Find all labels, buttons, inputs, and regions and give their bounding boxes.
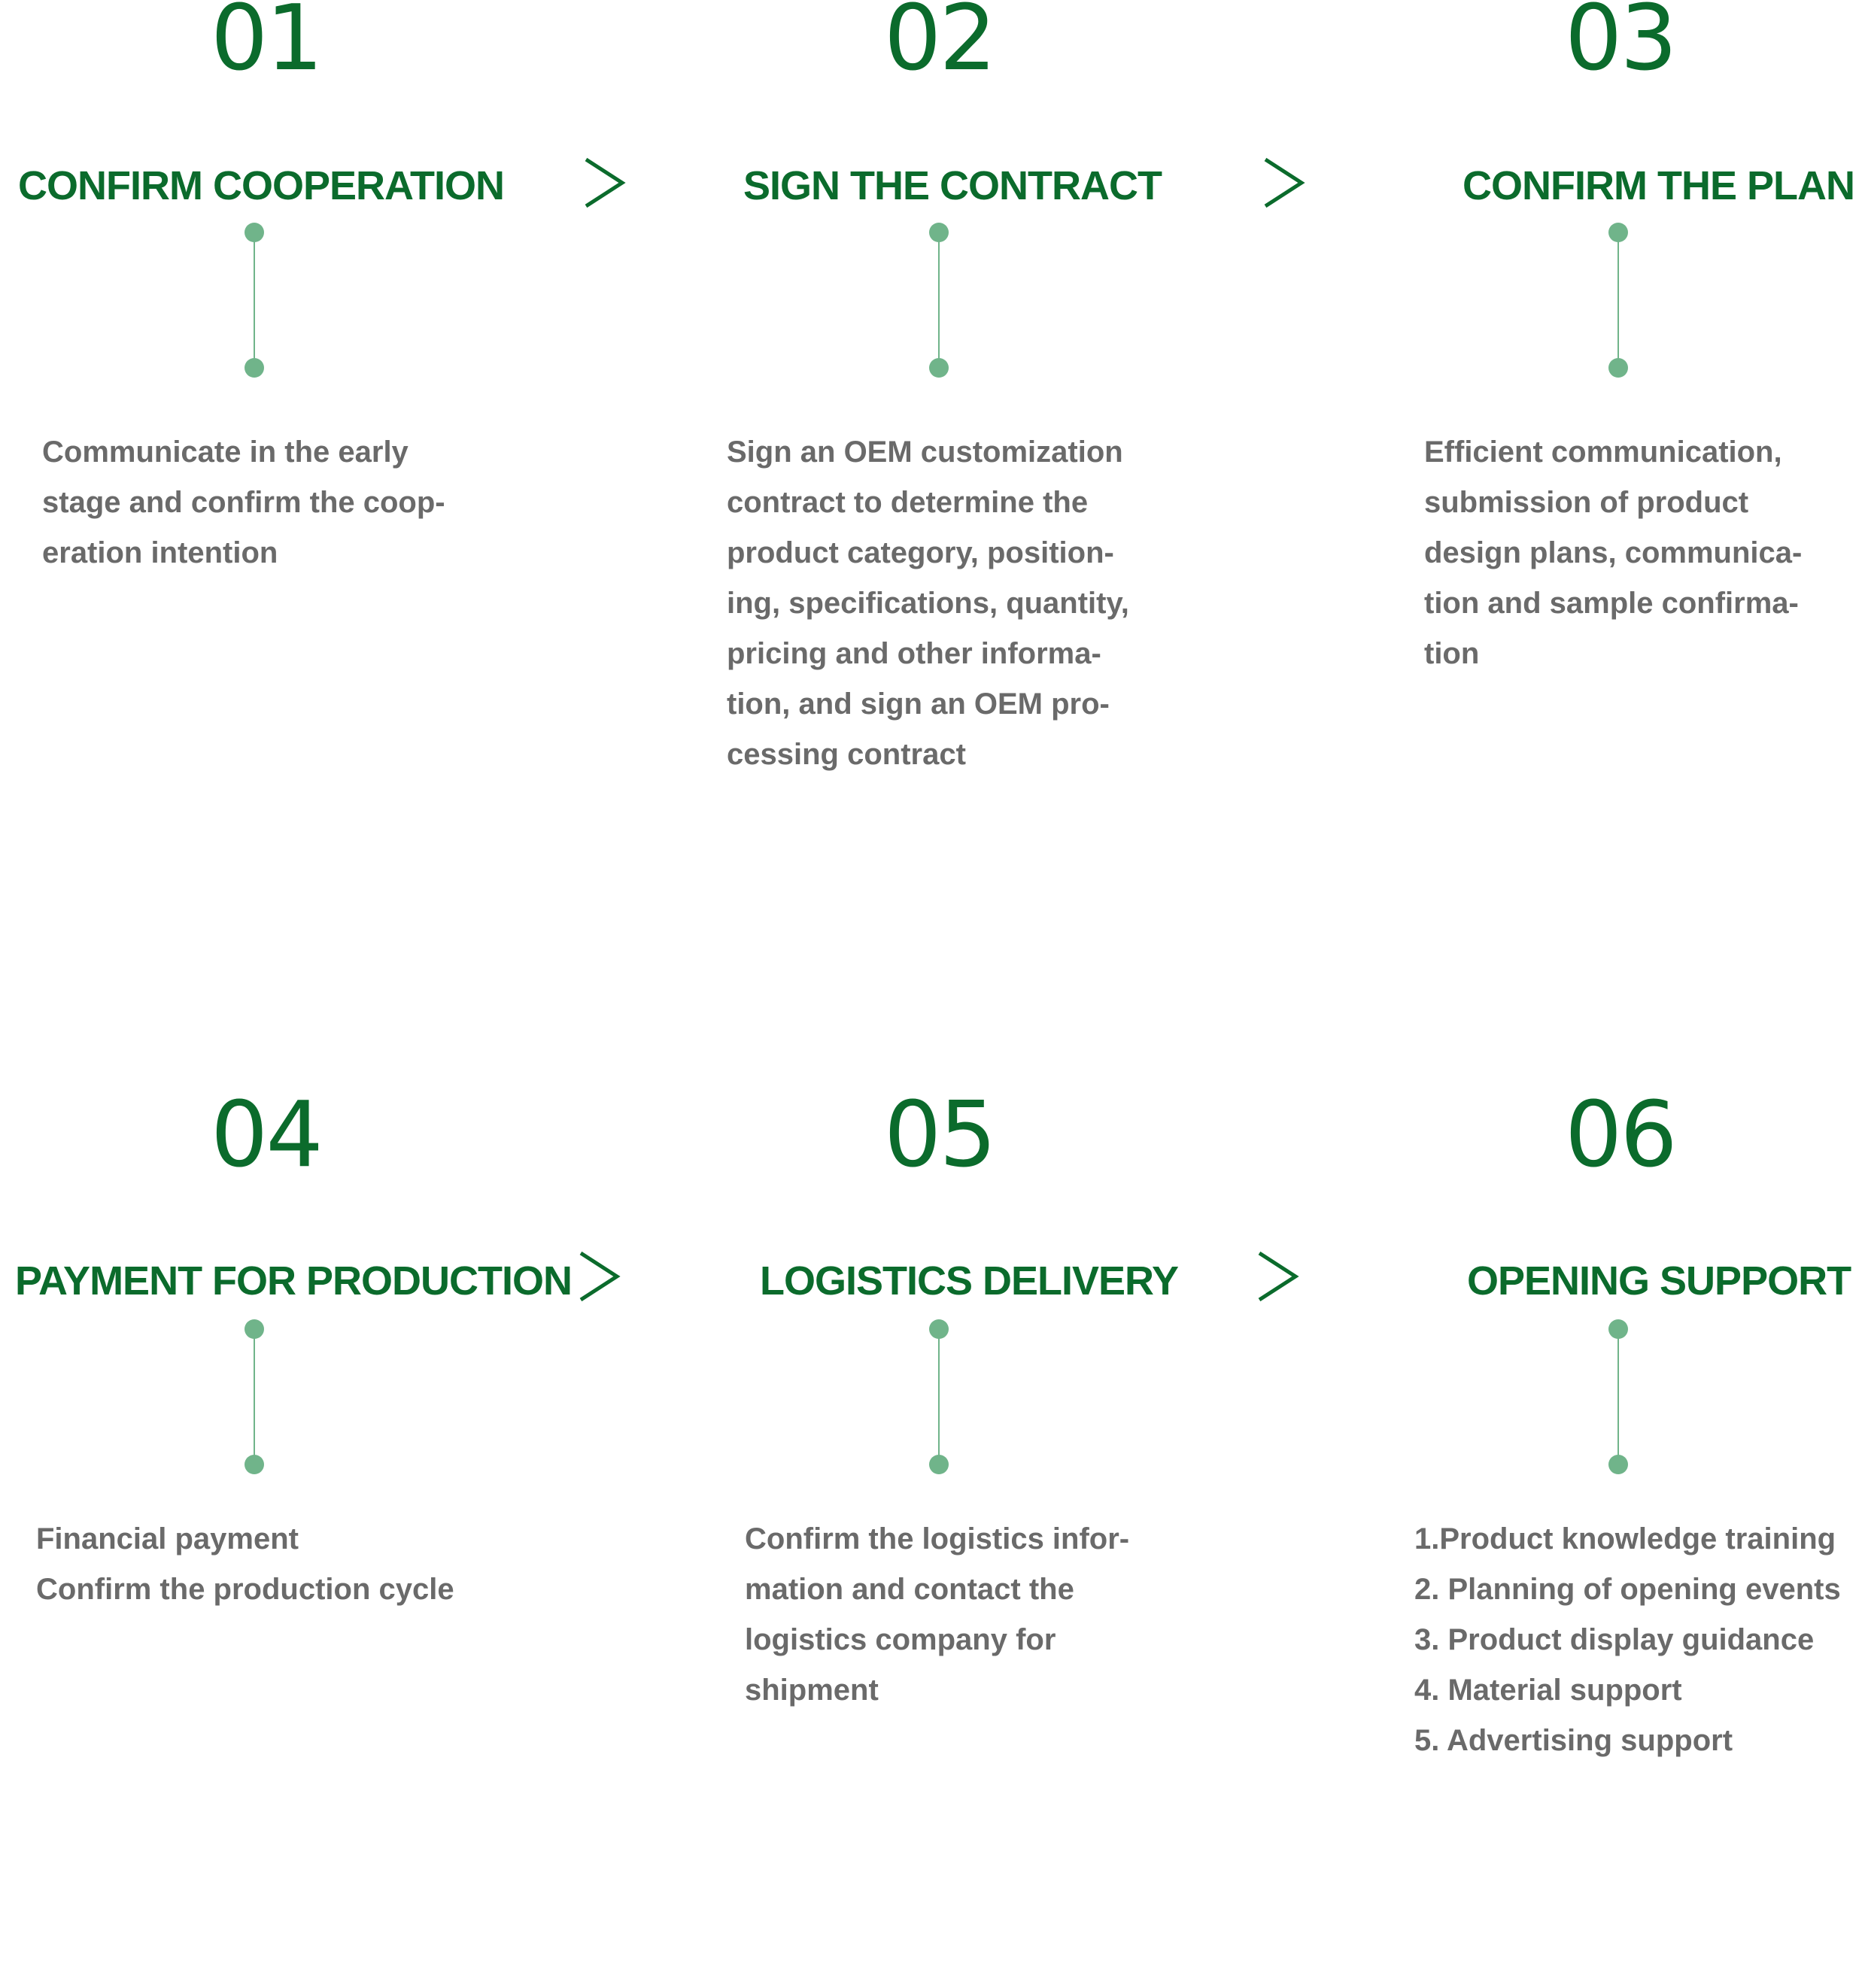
description-line: tion and sample confirma- — [1424, 587, 1799, 620]
description-line: eration intention — [42, 536, 278, 569]
description-line: mation and contact the — [745, 1573, 1074, 1606]
step-description: Sign an OEM customization contract to de… — [727, 427, 1129, 780]
description-line: Financial payment — [36, 1522, 299, 1555]
step-number: 02 — [884, 0, 997, 91]
description-line: tion — [1424, 637, 1480, 670]
connector-dot-bottom — [245, 1455, 264, 1474]
description-line: 4. Material support — [1414, 1674, 1682, 1707]
step-connector — [243, 1319, 266, 1477]
step-number: 01 — [211, 0, 323, 91]
step-number: 05 — [884, 1083, 997, 1188]
chevron-right-icon — [1264, 157, 1305, 208]
step-description: Communicate in the early stage and confi… — [42, 427, 445, 578]
description-line: Confirm the production cycle — [36, 1573, 454, 1606]
chevron-right-icon — [585, 157, 626, 208]
description-line: stage and confirm the coop- — [42, 486, 445, 519]
step-description: Efficient communication, submission of p… — [1424, 427, 1802, 679]
step-title: PAYMENT FOR PRODUCTION — [15, 1258, 573, 1304]
description-line: shipment — [745, 1674, 879, 1707]
step-number: 04 — [211, 1083, 323, 1188]
connector-dot-bottom — [929, 1455, 949, 1474]
connector-dot-bottom — [245, 358, 264, 378]
description-line: 1.Product knowledge training — [1414, 1522, 1836, 1555]
step-connector — [928, 223, 950, 381]
chevron-right-icon — [1258, 1251, 1299, 1302]
step-number: 06 — [1565, 1083, 1678, 1188]
step-title: CONFIRM THE PLAN — [1463, 163, 1855, 208]
step-connector — [1607, 223, 1630, 381]
description-line: pricing and other informa- — [727, 637, 1101, 670]
connector-dot-bottom — [929, 358, 949, 378]
step-description: Confirm the logistics infor- mation and … — [745, 1514, 1129, 1716]
description-line: submission of product — [1424, 486, 1749, 519]
step-connector — [928, 1319, 950, 1477]
connector-line — [1617, 232, 1619, 368]
connector-dot-bottom — [1608, 1455, 1628, 1474]
connector-line — [254, 1329, 255, 1464]
step-title: OPENING SUPPORT — [1467, 1258, 1851, 1304]
step-description: Financial payment Confirm the production… — [36, 1514, 454, 1615]
connector-line — [254, 232, 255, 368]
description-line: tion, and sign an OEM pro- — [727, 687, 1110, 721]
connector-line — [1617, 1329, 1619, 1464]
description-line: contract to determine the — [727, 486, 1089, 519]
description-line: logistics company for — [745, 1623, 1056, 1656]
step-title: LOGISTICS DELIVERY — [760, 1258, 1179, 1304]
description-line: product category, position- — [727, 536, 1114, 569]
description-line: design plans, communica- — [1424, 536, 1803, 569]
connector-line — [938, 1329, 940, 1464]
description-line: Sign an OEM customization — [727, 436, 1123, 469]
step-description: 1.Product knowledge training 2. Planning… — [1414, 1514, 1841, 1766]
description-line: Efficient communication, — [1424, 436, 1782, 469]
description-line: Communicate in the early — [42, 436, 409, 469]
description-line: 2. Planning of opening events — [1414, 1573, 1841, 1606]
description-line: Confirm the logistics infor- — [745, 1522, 1130, 1555]
step-title: SIGN THE CONTRACT — [743, 163, 1162, 208]
connector-dot-bottom — [1608, 358, 1628, 378]
description-line: ing, specifications, quantity, — [727, 587, 1129, 620]
step-number: 03 — [1565, 0, 1678, 91]
description-line: cessing contract — [727, 738, 966, 771]
description-line: 3. Product display guidance — [1414, 1623, 1815, 1656]
step-title: CONFIRM COOPERATION — [18, 163, 505, 208]
chevron-right-icon — [579, 1251, 621, 1302]
step-connector — [243, 223, 266, 381]
description-line: 5. Advertising support — [1414, 1724, 1733, 1757]
connector-line — [938, 232, 940, 368]
step-connector — [1607, 1319, 1630, 1477]
